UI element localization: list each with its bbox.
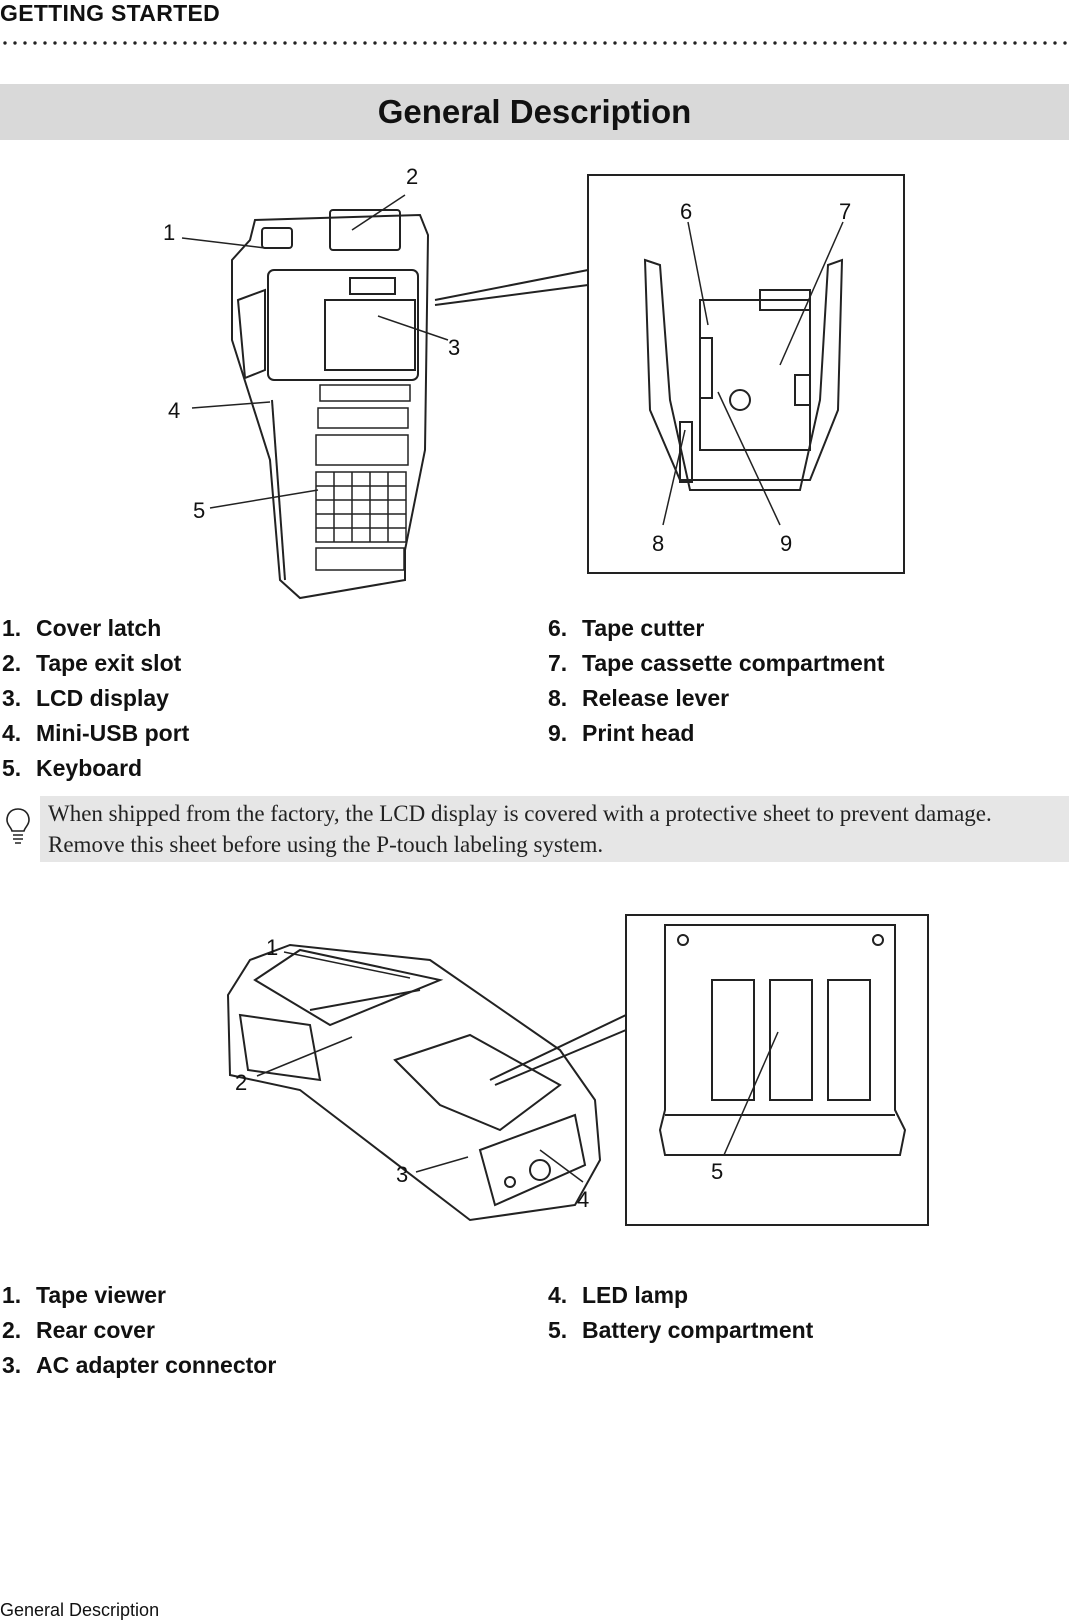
callout-8: 8 (652, 531, 664, 556)
list-item: 2.Tape exit slot (2, 650, 182, 676)
note-box (40, 796, 1069, 862)
list-item: 6.Tape cutter (548, 615, 705, 641)
list-item: 7.Tape cassette compartment (548, 650, 885, 676)
list-item: 4.Mini-USB port (2, 720, 190, 746)
list-item: 5.Keyboard (2, 755, 143, 781)
list-item: 1.Cover latch (2, 615, 162, 641)
section-header: GETTING STARTED (0, 0, 221, 26)
callout-7: 7 (839, 199, 851, 224)
callout-2: 2 (406, 164, 418, 189)
list-item: 3.AC adapter connector (2, 1352, 277, 1378)
list-item: 3.LCD display (2, 685, 169, 711)
page-footer: General Description (0, 1600, 160, 1620)
callout-3: 3 (396, 1162, 408, 1187)
note-text: When shipped from the factory, the LCD d… (48, 801, 992, 857)
callout-6: 6 (680, 199, 692, 224)
list-item: 2.Rear cover (2, 1317, 155, 1343)
callout-4: 4 (577, 1187, 589, 1212)
callout-5: 5 (711, 1159, 723, 1184)
dotted-divider (0, 40, 1069, 46)
device-back-illustration: 1 2 3 4 5 (226, 914, 929, 1226)
callout-4: 4 (168, 398, 180, 423)
title-band: General Description (0, 84, 1069, 140)
callout-3: 3 (448, 335, 460, 360)
callout-2: 2 (235, 1070, 247, 1095)
list-item: 9.Print head (548, 720, 695, 746)
list-item: 1.Tape viewer (2, 1282, 166, 1308)
lightbulb-icon (6, 808, 30, 844)
list-item: 4.LED lamp (548, 1282, 689, 1308)
page-title: General Description (377, 93, 692, 130)
device-front-illustration: 1 2 3 4 5 6 7 8 9 (163, 164, 905, 600)
callout-1: 1 (266, 935, 278, 960)
callout-1: 1 (163, 220, 175, 245)
list-item: 8.Release lever (548, 685, 730, 711)
callout-5: 5 (193, 498, 205, 523)
list-item: 5.Battery compartment (548, 1317, 814, 1343)
callout-9: 9 (780, 531, 792, 556)
